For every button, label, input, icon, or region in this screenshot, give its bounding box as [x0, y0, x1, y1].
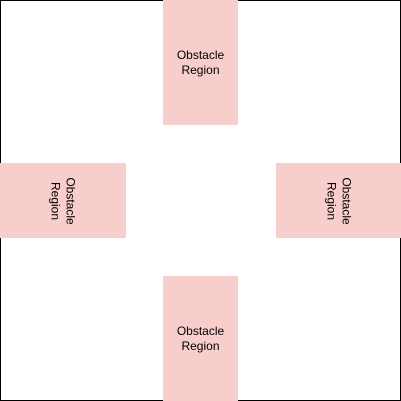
obstacle-label-left: Obstacle Region — [48, 176, 78, 225]
obstacle-label-bottom: Obstacle Region — [176, 323, 225, 353]
obstacle-region-left: Obstacle Region — [0, 163, 126, 238]
obstacle-label-right: Obstacle Region — [324, 176, 354, 225]
obstacle-region-right: Obstacle Region — [276, 163, 401, 238]
obstacle-label-top: Obstacle Region — [176, 47, 225, 77]
obstacle-region-bottom: Obstacle Region — [163, 276, 238, 401]
obstacle-region-top: Obstacle Region — [163, 0, 238, 125]
